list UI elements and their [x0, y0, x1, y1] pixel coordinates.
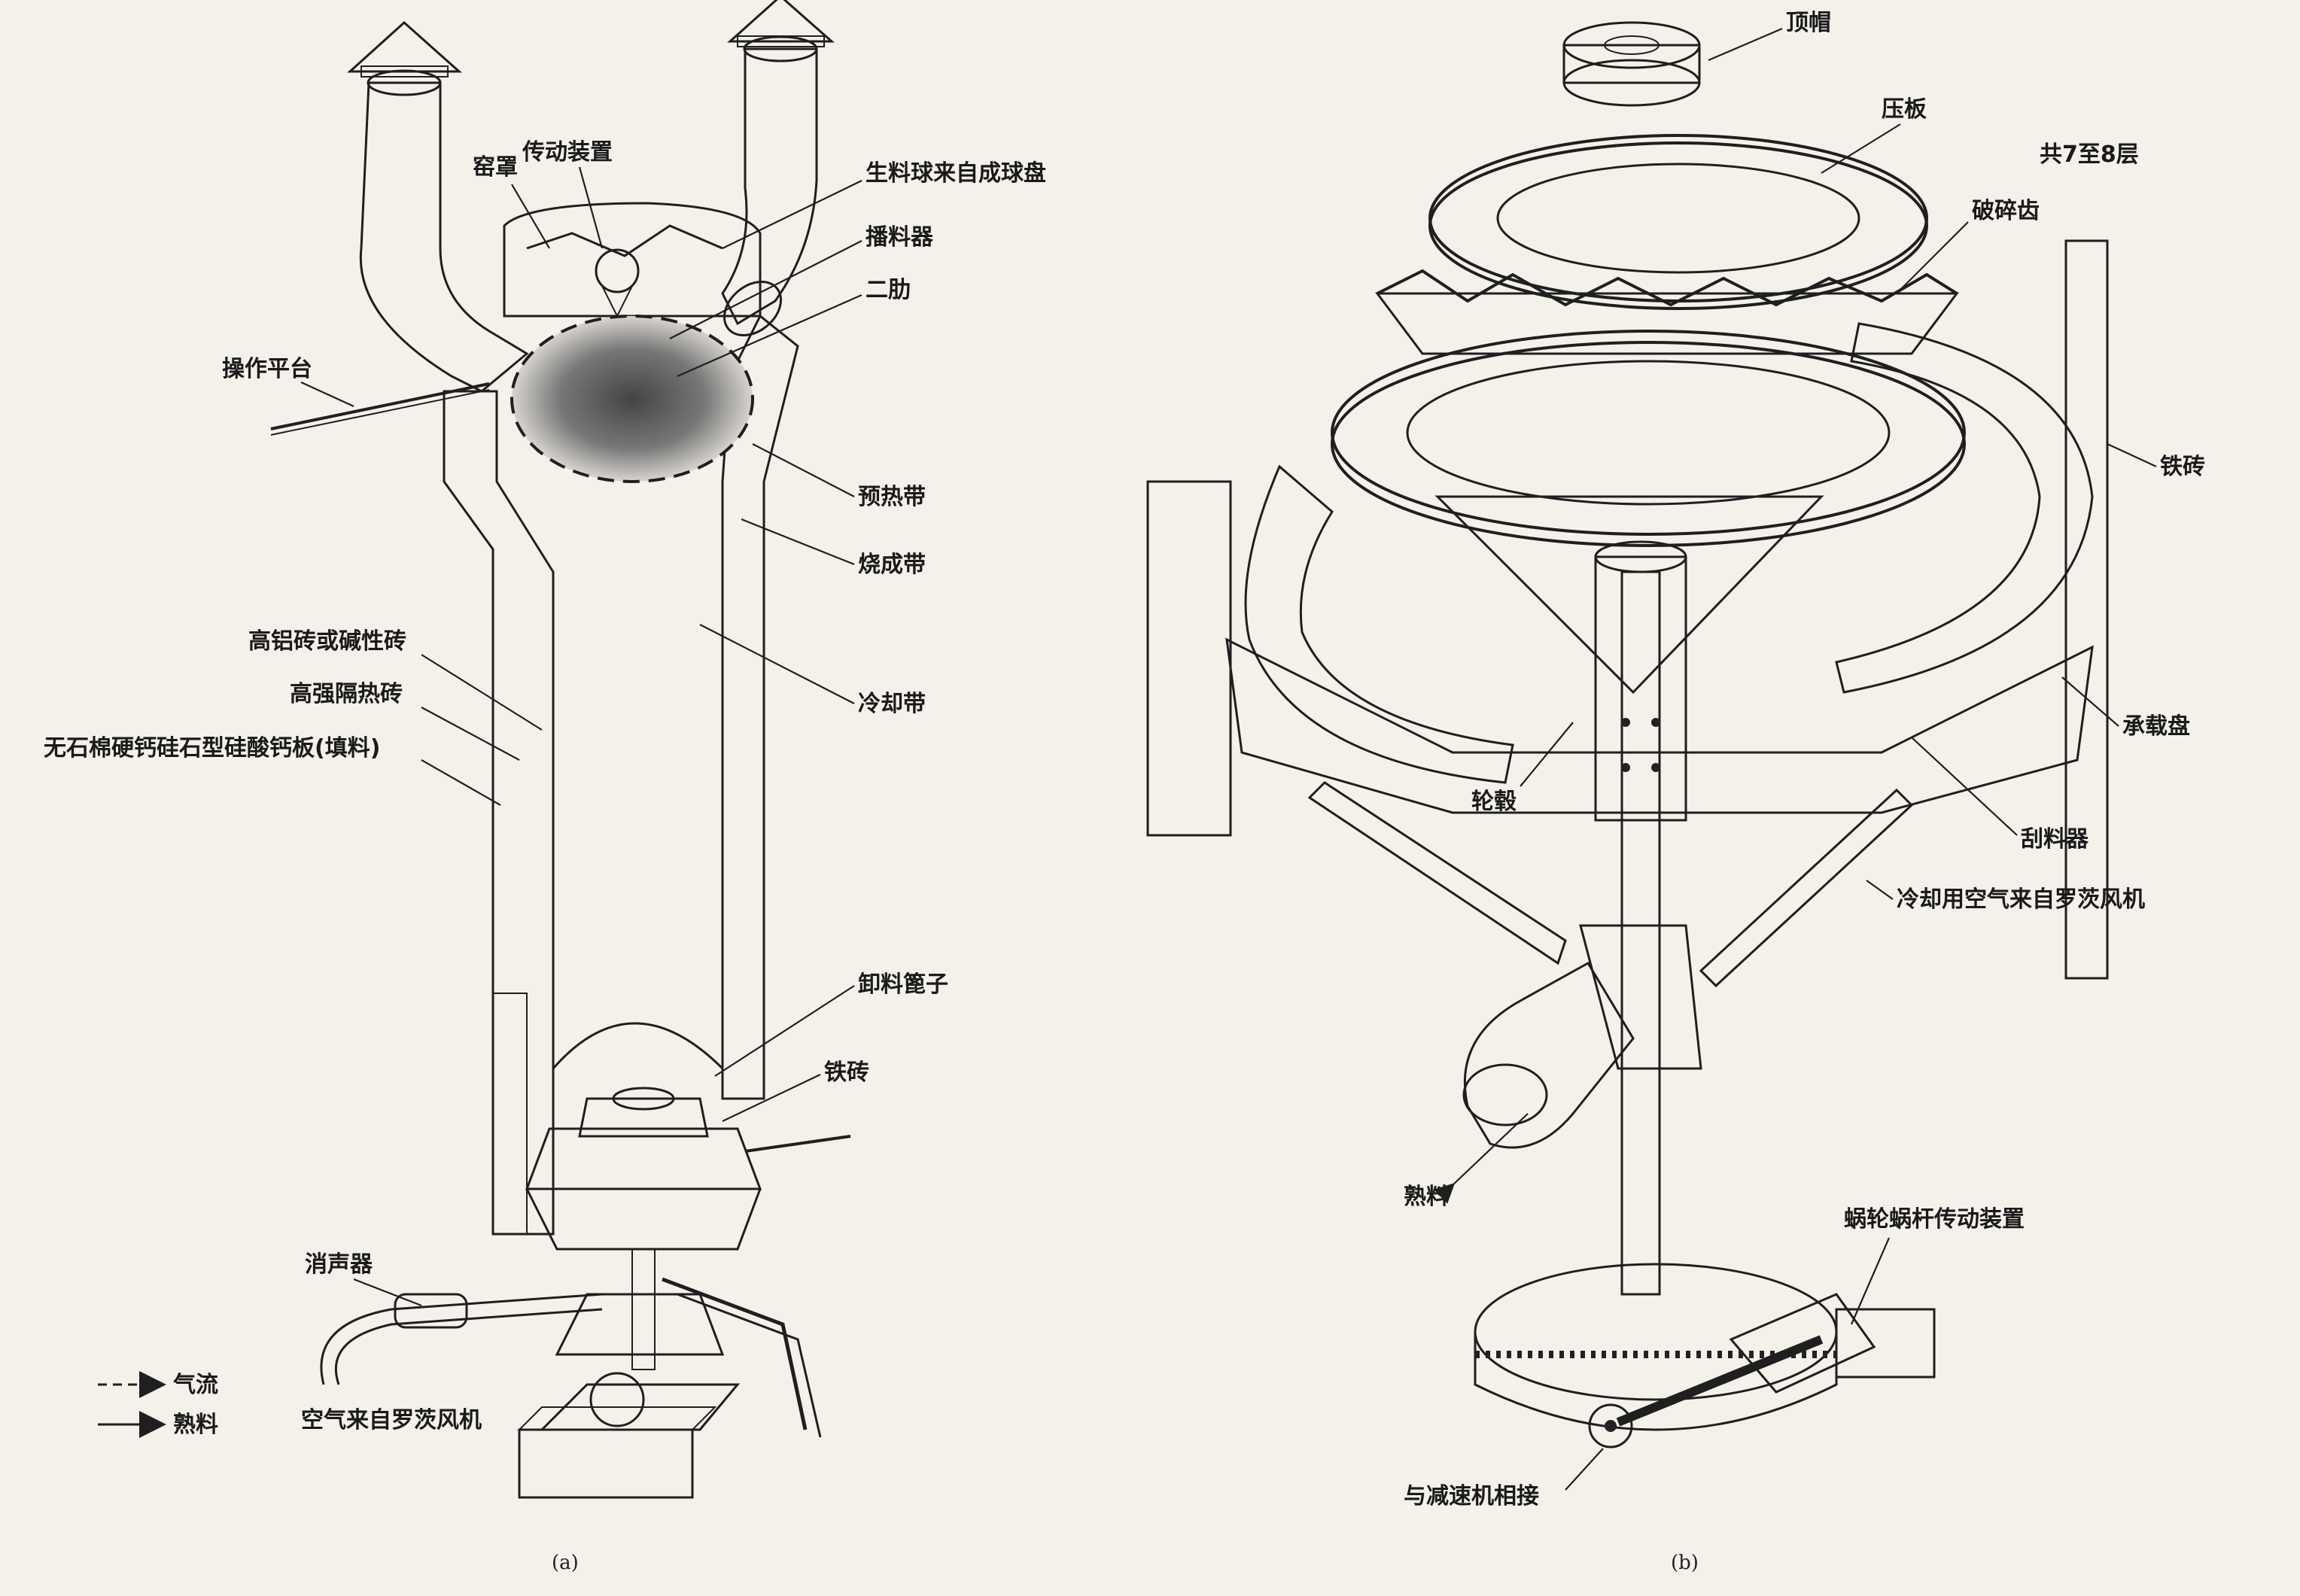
labels-b: 顶帽 压板 共7至8层 破碎齿 铁砖 承载盘 轮毂 刮料器 冷却用空气来自罗茨风…: [1404, 10, 2205, 1509]
silencer: [320, 1293, 603, 1385]
top-cap: [1562, 21, 1701, 107]
label-reducer-link: 与减速机相接: [1404, 1483, 1539, 1509]
caption-b: (b): [1671, 1552, 1699, 1574]
label-operating-platform: 操作平台: [222, 356, 312, 382]
label-preheating-zone: 预热带: [858, 484, 926, 510]
label-distributor: 播料器: [866, 224, 934, 251]
label-discharge-grate: 卸料篦子: [858, 971, 948, 998]
preheating-zone-area: [510, 315, 754, 483]
support-struts: [1307, 781, 1914, 988]
press-plate: [1428, 134, 1928, 310]
hub-shaft: [1594, 540, 1687, 1296]
label-kiln-hood: 窑罩: [473, 154, 518, 181]
platform-line: [270, 382, 490, 430]
label-calcium-silicate-board: 无石棉硬钙硅石型硅酸钙板(填料): [44, 735, 380, 762]
label-hub: 轮毂: [1471, 789, 1517, 815]
label-press-plate: 压板: [1882, 96, 1927, 123]
discharge-chute: [1462, 924, 1702, 1149]
label-hot-material-b: 熟料: [1404, 1184, 1449, 1210]
labels-a: 窑罩 传动装置 生料球来自成球盘 播料器 二肋 操作平台 预热带 烧成带 高铝砖…: [44, 139, 1046, 1433]
caption-a: (a): [552, 1552, 579, 1574]
label-worm-drive: 蜗轮蜗杆传动装置: [1844, 1206, 2025, 1233]
discharge-section: [517, 1022, 851, 1499]
label-raw-ball-feed: 生料球来自成球盘: [866, 160, 1046, 187]
side-walls: [1146, 239, 2109, 980]
label-cooling-air: 冷却用空气来自罗茨风机: [1897, 886, 2145, 913]
label-high-alumina-brick: 高铝砖或碱性砖: [248, 628, 406, 655]
kiln-hood: [503, 202, 762, 318]
label-layers: 共7至8层: [2040, 141, 2139, 168]
label-second-rib: 二肋: [866, 277, 911, 303]
label-iron-brick-a: 铁砖: [824, 1059, 869, 1086]
legend-airflow: 气流: [173, 1372, 218, 1398]
label-crushing-teeth: 破碎齿: [1972, 198, 2040, 224]
legend-hot-material: 熟料: [173, 1412, 218, 1438]
bearing-ring: [1331, 330, 1966, 695]
left-chimney: [347, 20, 529, 393]
worm-gear-base: [1474, 1263, 1936, 1449]
kiln-shell: [443, 314, 799, 1236]
crushing-teeth: [1375, 269, 1959, 355]
label-air-from-blower: 空气来自罗茨风机: [301, 1407, 482, 1433]
legend: 气流 熟料: [98, 1371, 218, 1438]
label-bearing-plate: 承载盘: [2122, 713, 2190, 740]
label-top-cap: 顶帽: [1786, 10, 1831, 36]
label-silencer: 消声器: [305, 1251, 373, 1278]
label-cooling-zone: 冷却带: [858, 691, 926, 717]
label-drive-device: 传动装置: [522, 139, 613, 166]
panel-b: 顶帽 压板 共7至8层 破碎齿 铁砖 承载盘 轮毂 刮料器 冷却用空气来自罗茨风…: [1146, 10, 2205, 1574]
label-insulating-brick: 高强隔热砖: [290, 681, 403, 707]
label-scraper: 刮料器: [2021, 826, 2089, 853]
right-chimney: [721, 0, 835, 336]
panel-a: 气流 熟料 窑罩 传动装置 生料球来自成球盘 播料器 二肋 操作平台 预热带 烧…: [44, 0, 1046, 1574]
label-firing-zone: 烧成带: [858, 552, 926, 578]
label-iron-brick-b: 铁砖: [2160, 454, 2205, 480]
